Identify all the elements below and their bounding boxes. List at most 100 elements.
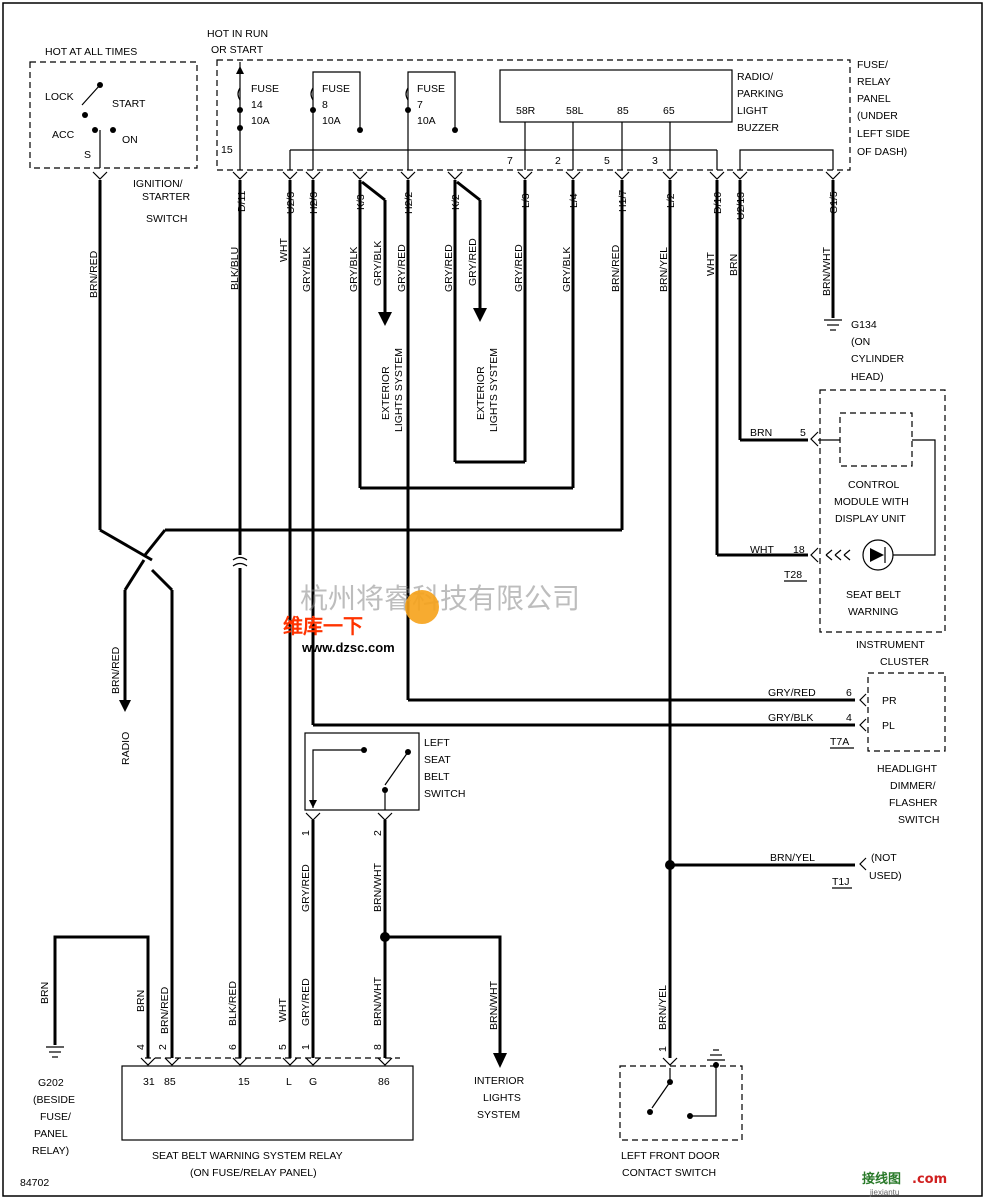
wire-labels: BRN/RED BLK/BLU WHT GRY/BLK GRY/BLK GRY/… [88, 238, 833, 298]
dim-pl: PL [882, 720, 895, 732]
nu-wire: BRN/YEL [770, 852, 815, 864]
figure-id: 84702 [20, 1177, 49, 1189]
connector-chevrons [92, 171, 841, 180]
lock-label: LOCK [45, 91, 74, 103]
buzzer-l1: RADIO/ [737, 71, 773, 83]
pin-15: 15 [221, 144, 233, 156]
relay-p4: 4 [135, 1044, 147, 1050]
hot-run-label-1: HOT IN RUN [207, 28, 268, 40]
relay-w-gryred: GRY/RED [300, 978, 312, 1026]
relay-p8: 8 [372, 1044, 384, 1050]
exterior-2b: LIGHTS SYSTEM [488, 348, 500, 432]
pin-58l: 58L [566, 105, 584, 117]
dim-l3: FLASHER [889, 797, 938, 809]
ss-l1: LEFT [424, 737, 450, 749]
g202-wire: BRN [39, 982, 51, 1004]
relay-w-wht: WHT [277, 998, 289, 1022]
watermark-corner: 接线图 [862, 1171, 901, 1187]
relay-w-brnred: BRN/RED [159, 986, 171, 1034]
door-l2: CONTACT SWITCH [622, 1167, 716, 1179]
connector-labels: D/11 U2/3 H2/3 K/3 H2/2 K/2 L/3 L/4 H1/7… [236, 190, 840, 220]
mascot-icon [405, 590, 439, 624]
relay-t85: 85 [164, 1076, 176, 1088]
relay-t31: 31 [143, 1076, 155, 1088]
conn-d11: D/11 [236, 190, 248, 212]
wire-k2a: GRY/RED [443, 244, 455, 292]
nu-l1: (NOT [871, 852, 897, 864]
panel-label-6: OF DASH) [857, 146, 907, 158]
fuse-8-amp: 10A [322, 115, 341, 127]
wire-g15: BRN/WHT [821, 246, 833, 296]
ss-l3: BELT [424, 771, 450, 783]
pin-58r: 58R [516, 105, 536, 117]
interior-l1: INTERIOR [474, 1075, 525, 1087]
relay-title-2: (ON FUSE/RELAY PANEL) [190, 1167, 317, 1179]
ctrl-l3: DISPLAY UNIT [835, 513, 906, 525]
wire-d10: WHT [705, 252, 717, 276]
seat-warn-l1: SEAT BELT [846, 589, 901, 601]
relay-p1: 1 [300, 1044, 312, 1050]
watermark-corner3: jiexiantu [869, 1188, 899, 1197]
relay-t15: 15 [238, 1076, 250, 1088]
main-wires [98, 180, 855, 1058]
relay-p5: 5 [277, 1044, 289, 1050]
panel-label-3: PANEL [857, 93, 891, 105]
exterior-1b: LIGHTS SYSTEM [393, 348, 405, 432]
acc-label: ACC [52, 129, 75, 141]
ground-g134: G134 (ON CYLINDER HEAD) [824, 319, 905, 383]
panel-label-5: LEFT SIDE [857, 128, 910, 140]
door-l1: LEFT FRONT DOOR [621, 1150, 720, 1162]
buzzer-l3: LIGHT [737, 105, 769, 117]
interior-l2: LIGHTS [483, 1092, 521, 1104]
g202-l5: RELAY) [32, 1145, 69, 1157]
wire-ign: BRN/RED [88, 250, 100, 298]
relay-w-brn: BRN [135, 990, 147, 1012]
cluster-brn: BRN [750, 427, 772, 439]
fuse-14-amp: 10A [251, 115, 270, 127]
ctrl-l1: CONTROL [848, 479, 899, 491]
g134-l2: (ON [851, 336, 870, 348]
g134-l4: HEAD) [851, 371, 884, 383]
panel-pin-3: 3 [652, 155, 658, 167]
exterior-1a: EXTERIOR [380, 366, 392, 420]
g134-l1: G134 [851, 319, 877, 331]
cluster-pin18: 18 [793, 544, 805, 556]
pin-65: 65 [663, 105, 675, 117]
wire-u23: WHT [278, 238, 290, 262]
fuse-14-name: FUSE [251, 83, 279, 95]
watermark-brand: 维库一下 [283, 614, 363, 638]
cluster-title-2: CLUSTER [880, 656, 929, 668]
dim-p1: 6 [846, 687, 852, 699]
fuse-14-num: 14 [251, 99, 263, 111]
dim-l1: HEADLIGHT [877, 763, 938, 775]
radio-name: RADIO [120, 732, 132, 765]
wire-k3a: GRY/BLK [348, 247, 360, 292]
g202-l2: (BESIDE [33, 1094, 75, 1106]
dim-w2: GRY/BLK [768, 712, 813, 724]
buzzer-l2: PARKING [737, 88, 783, 100]
ignition-title-3: SWITCH [146, 213, 187, 225]
dim-p2: 4 [846, 712, 852, 724]
start-label: START [112, 98, 146, 110]
relay-title-1: SEAT BELT WARNING SYSTEM RELAY [152, 1150, 343, 1162]
dim-conn: T7A [830, 736, 849, 748]
pin-s-label: S [84, 149, 91, 161]
door-wire: BRN/YEL [657, 985, 669, 1030]
g202-l4: PANEL [34, 1128, 68, 1140]
watermark-cn: 杭州将睿科技有限公司 [300, 582, 580, 615]
door-pin: 1 [657, 1046, 669, 1052]
exterior-2a: EXTERIOR [475, 366, 487, 420]
not-used-connector: BRN/YEL (NOT USED) T1J [770, 852, 902, 889]
watermark: 杭州将睿科技有限公司 维库一下 www.dzsc.com 接线图 .com ji… [283, 582, 947, 1197]
dim-l2: DIMMER/ [890, 780, 936, 792]
panel-label-1: FUSE/ [857, 59, 888, 71]
cluster-pin5: 5 [800, 427, 806, 439]
panel-pin-5: 5 [604, 155, 610, 167]
dim-w1: GRY/RED [768, 687, 816, 699]
seat-warn-l2: WARNING [848, 606, 898, 618]
ctrl-l2: MODULE WITH [834, 496, 909, 508]
relay-w-blkred: BLK/RED [227, 981, 239, 1026]
hot-run-label-2: OR START [211, 44, 264, 56]
fuse-7-amp: 10A [417, 115, 436, 127]
